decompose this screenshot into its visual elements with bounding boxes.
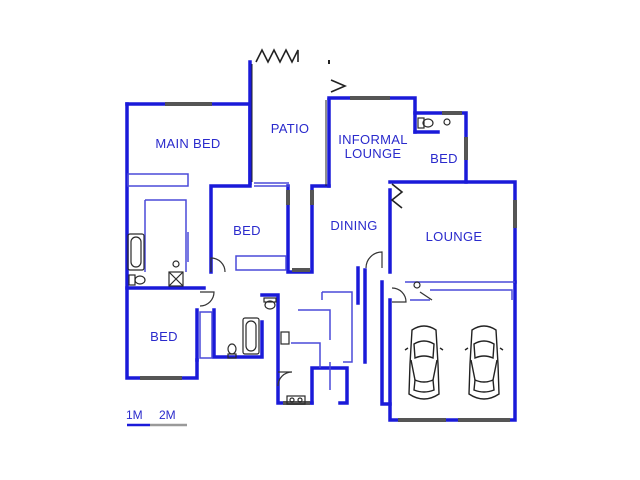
thin-lines [127,173,515,390]
door-swing-icon [365,251,383,269]
patio-inner [254,182,289,187]
wardrobe-center-bed [235,255,287,271]
label-bed-center: BED [233,223,261,238]
label-informal-lounge-2: LOUNGE [345,146,402,161]
zigzag-patio-top [255,48,299,64]
wall-passage [363,268,392,406]
room-labels: MAIN BED PATIO INFORMAL LOUNGE BED BED D… [150,121,482,344]
toilet-icon [227,343,237,359]
car-icon [464,325,504,400]
door-swings [199,251,433,387]
label-dining: DINING [330,218,377,233]
scale-label-1m: 1M [126,408,143,422]
shower-icon [168,271,184,287]
wardrobe-main-bed [127,173,189,187]
wardrobe-bottom-bed [199,311,213,359]
sliding-doors [251,48,404,209]
basin-icon [172,260,180,268]
door-swing-icon [199,291,215,307]
basin-icon [443,118,451,126]
kitchen-counter-2 [291,342,331,390]
wall-kitchen [310,366,349,405]
bathtub-icon [127,233,145,271]
toilet-icon [417,117,434,129]
stove-icon [286,395,306,405]
label-bed-top-right: BED [430,151,458,166]
sink-icon [280,331,290,345]
wall-informal-lounge [327,96,417,134]
ensuite-wall [144,199,187,272]
door-swing-icon [277,371,293,387]
car-icon [404,325,444,400]
toilet-icon [128,274,146,286]
wall-lower-mid [260,293,314,405]
fixtures [127,117,451,405]
bathtub-icon-inner [245,320,257,352]
door-swing-icon [391,287,407,303]
zigzag-lounge [390,183,404,209]
label-lounge: LOUNGE [426,229,483,244]
zigzag-patio-right [330,79,348,93]
label-informal-lounge-1: INFORMAL [338,132,408,147]
door-swing-icon [419,291,433,301]
toilet-icon [263,297,277,310]
lounge-bar [405,281,515,301]
bathtub-icon-inner [130,236,142,268]
walls [125,60,517,422]
scale-label-2m: 2M [159,408,176,422]
kitchen-counter [298,291,353,363]
basin-icon [413,281,421,289]
windows [140,96,517,422]
door-swing-icon [210,257,226,273]
scale-bar: 1M 2M [126,408,187,427]
label-bed-bottom-left: BED [150,329,178,344]
label-patio: PATIO [271,121,310,136]
bathtub-icon [242,317,260,355]
wall-lounge-outer [388,180,517,284]
label-main-bed: MAIN BED [155,136,220,151]
cars [404,325,504,400]
wall-garage [388,280,517,422]
wall-lower-bath [212,308,264,359]
